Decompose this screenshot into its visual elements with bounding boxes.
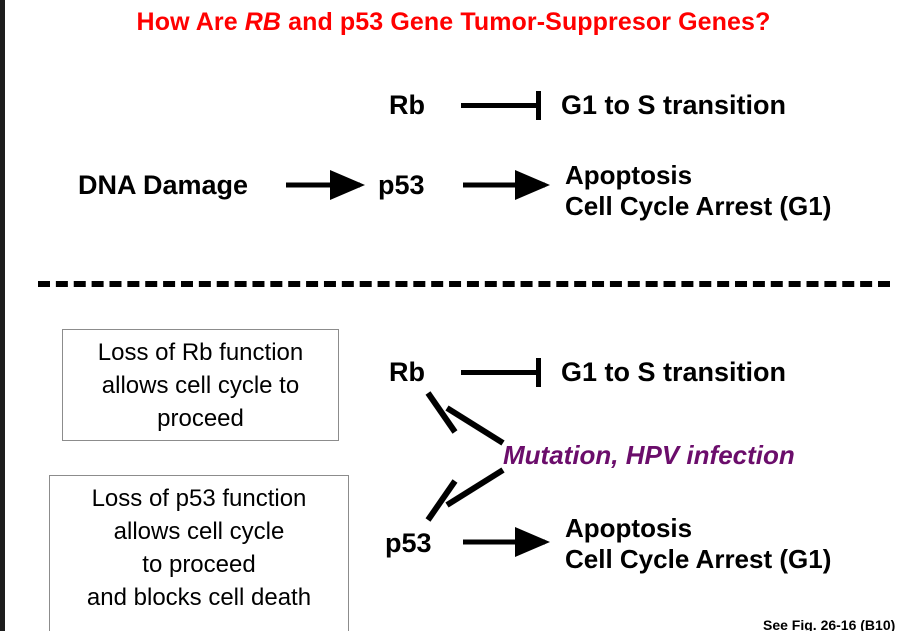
title-prefix: How Are: [136, 8, 245, 36]
title-gene-rb: RB: [244, 8, 282, 36]
top-node-rb: Rb: [389, 90, 425, 120]
top-outcome-apoptosis: Apoptosis: [565, 160, 693, 190]
bottom-inhibition-line-rb: [461, 370, 539, 375]
box-loss-of-rb-function: Loss of Rb function allows cell cycle to…: [62, 329, 339, 441]
page-title: How Are RB and p53 Gene Tumor-Suppresor …: [0, 8, 907, 37]
top-inhibition-line-rb: [461, 103, 539, 108]
box-loss-p53-line-2: allows cell cycle: [113, 518, 285, 545]
top-node-p53: p53: [378, 170, 425, 200]
box-loss-of-p53-function: Loss of p53 function allows cell cycle t…: [49, 475, 349, 631]
box-loss-p53-line-4: and blocks cell death: [86, 584, 312, 611]
left-edge-strip: [0, 0, 5, 631]
figure-reference-footnote: See Fig. 26-16 (B10): [763, 617, 896, 631]
box-loss-rb-line-3: proceed: [157, 405, 244, 432]
top-inhibition-cap-rb: [536, 91, 541, 120]
mutation-hpv-label: Mutation, HPV infection: [503, 440, 795, 470]
box-loss-p53-line-3: to proceed: [142, 551, 256, 578]
title-suffix: and p53 Gene Tumor-Suppresor Genes?: [281, 8, 771, 36]
bottom-outcome-apoptosis: Apoptosis: [565, 513, 693, 543]
bottom-outcome-cell-cycle-arrest: Cell Cycle Arrest (G1): [565, 544, 832, 574]
inhibition-cap-mutation-to-p53: [425, 479, 458, 522]
box-loss-rb-line-1: Loss of Rb function: [97, 339, 304, 366]
bottom-node-rb: Rb: [389, 357, 425, 387]
inhibition-line-mutation-to-rb: [445, 405, 505, 446]
bottom-node-g1-to-s: G1 to S transition: [561, 357, 787, 387]
box-loss-p53-line-1: Loss of p53 function: [91, 485, 307, 512]
inhibition-line-mutation-to-p53: [445, 467, 505, 508]
top-outcome-cell-cycle-arrest: Cell Cycle Arrest (G1): [565, 191, 832, 221]
bottom-node-p53: p53: [385, 528, 432, 558]
section-divider: [38, 281, 890, 287]
top-node-g1-to-s: G1 to S transition: [561, 90, 787, 120]
top-node-outcomes: Apoptosis Cell Cycle Arrest (G1): [565, 160, 831, 222]
bottom-node-outcomes: Apoptosis Cell Cycle Arrest (G1): [565, 513, 831, 575]
inhibition-cap-mutation-to-rb: [425, 391, 458, 434]
top-node-dna-damage: DNA Damage: [78, 170, 249, 200]
box-loss-rb-line-2: allows cell cycle to: [101, 372, 300, 399]
bottom-inhibition-cap-rb: [536, 358, 541, 387]
